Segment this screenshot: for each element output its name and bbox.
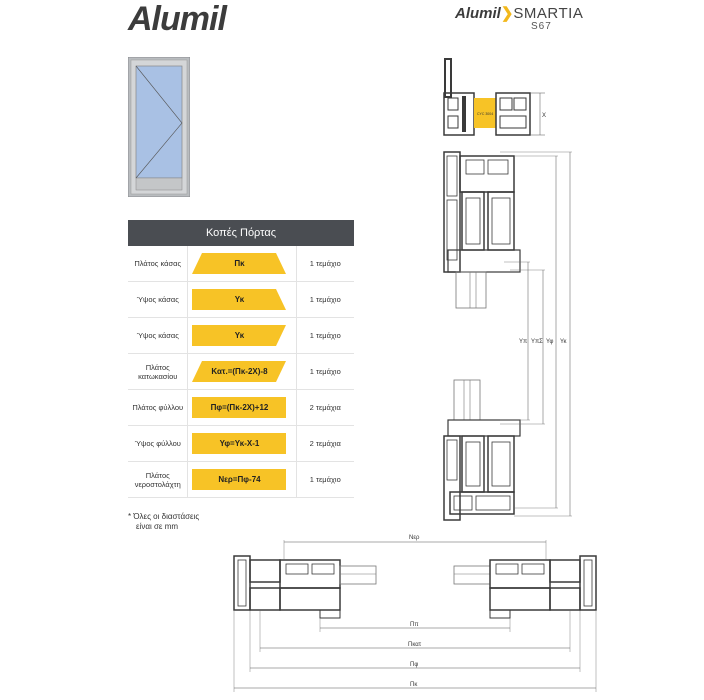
- cut-shape: Κατ.=(Πκ-2X)-8: [187, 354, 297, 389]
- row-qty: 1 τεμάχιο: [309, 295, 341, 304]
- dim-label: Υκ: [560, 339, 568, 345]
- dim-label: Υπ: [519, 339, 527, 345]
- gasket-label: CYC 3004: [477, 112, 493, 116]
- smartia-brand: Alumil❯SMARTIA S67: [455, 4, 584, 32]
- dim-label: Υφ: [546, 339, 553, 345]
- table-row: Ύψος φύλλου Υφ=Υκ-X-1 2 τεμάχια: [128, 426, 354, 462]
- row-label: Ύψος φύλλου: [134, 439, 181, 448]
- row-formula: Κατ.=(Πκ-2X)-8: [211, 367, 268, 376]
- row-qty: 1 τεμάχιο: [309, 331, 341, 340]
- table-row: Πλάτος κατωκασίου Κατ.=(Πκ-2X)-8 1 τεμάχ…: [128, 354, 354, 390]
- cut-shape: Υφ=Υκ-X-1: [187, 426, 297, 461]
- row-formula: Υκ: [234, 295, 245, 304]
- horizontal-section-detail: Νερ Ππ Πκατ Πφ Πκ: [233, 535, 597, 692]
- note-line-2: είναι σε mm: [136, 522, 179, 531]
- dim-label: Πφ: [410, 662, 418, 668]
- dim-label: Πκ: [410, 682, 418, 688]
- dim-label: Ππ: [410, 622, 418, 628]
- table-row: Ύψος κάσας Υκ 1 τεμάχιο: [128, 318, 354, 354]
- row-formula: Πφ=(Πκ-2X)+12: [210, 403, 269, 412]
- row-qty: 1 τεμάχιο: [309, 367, 341, 376]
- dim-label: Νερ: [409, 535, 420, 541]
- row-qty: 2 τεμάχια: [309, 403, 341, 412]
- door-thumbnail: [128, 57, 190, 197]
- brand-name: Alumil: [455, 5, 501, 22]
- dim-label: ΥπΣ: [531, 339, 543, 345]
- note-line-1: * Όλες οι διαστάσεις: [128, 512, 200, 521]
- row-formula: Νερ=Πφ-74: [218, 475, 261, 484]
- table-title: Κοπές Πόρτας: [128, 220, 354, 246]
- row-formula: Πκ: [234, 259, 245, 268]
- row-label: Πλάτος κατωκασίου: [138, 362, 178, 381]
- row-formula: Υφ=Υκ-X-1: [219, 439, 260, 448]
- top-section-detail: CYC 3004 X: [443, 58, 546, 136]
- cut-shape: Πκ: [187, 246, 297, 281]
- row-qty: 1 τεμάχιο: [309, 475, 341, 484]
- row-label: Ύψος κάσας: [136, 295, 179, 304]
- row-formula: Υκ: [234, 331, 245, 340]
- door-cuts-table: Κοπές Πόρτας Πλάτος κάσας Πκ 1 τεμάχιο Ύ…: [128, 220, 354, 498]
- cut-shape: Υκ: [187, 318, 297, 353]
- product-name: SMARTIA: [513, 5, 584, 22]
- table-row: Πλάτος φύλλου Πφ=(Πκ-2X)+12 2 τεμάχια: [128, 390, 354, 426]
- row-label: Πλάτος κάσας: [134, 259, 182, 268]
- table-row: Πλάτος κάσας Πκ 1 τεμάχιο: [128, 246, 354, 282]
- cut-shape: Υκ: [187, 282, 297, 317]
- dim-x: X: [542, 113, 546, 119]
- chevron-icon: ❯: [500, 5, 514, 22]
- vertical-section-detail: Υπ ΥπΣ Υφ Υκ: [443, 151, 572, 521]
- row-label: Ύψος κάσας: [136, 331, 179, 340]
- row-qty: 1 τεμάχιο: [309, 259, 341, 268]
- dim-label: Πκατ: [408, 642, 422, 648]
- series-label: S67: [531, 21, 552, 32]
- row-label: Πλάτος φύλλου: [132, 403, 184, 412]
- row-qty: 2 τεμάχια: [309, 439, 341, 448]
- alumil-logo: Alumil: [128, 0, 227, 38]
- table-row: Πλάτος νεροστολάχτη Νερ=Πφ-74 1 τεμάχιο: [128, 462, 354, 498]
- row-label: Πλάτος νεροστολάχτη: [134, 470, 181, 489]
- cut-shape: Νερ=Πφ-74: [187, 462, 297, 497]
- cut-shape: Πφ=(Πκ-2X)+12: [187, 390, 297, 425]
- table-row: Ύψος κάσας Υκ 1 τεμάχιο: [128, 282, 354, 318]
- dimensions-note: * Όλες οι διαστάσεις είναι σε mm: [128, 512, 199, 532]
